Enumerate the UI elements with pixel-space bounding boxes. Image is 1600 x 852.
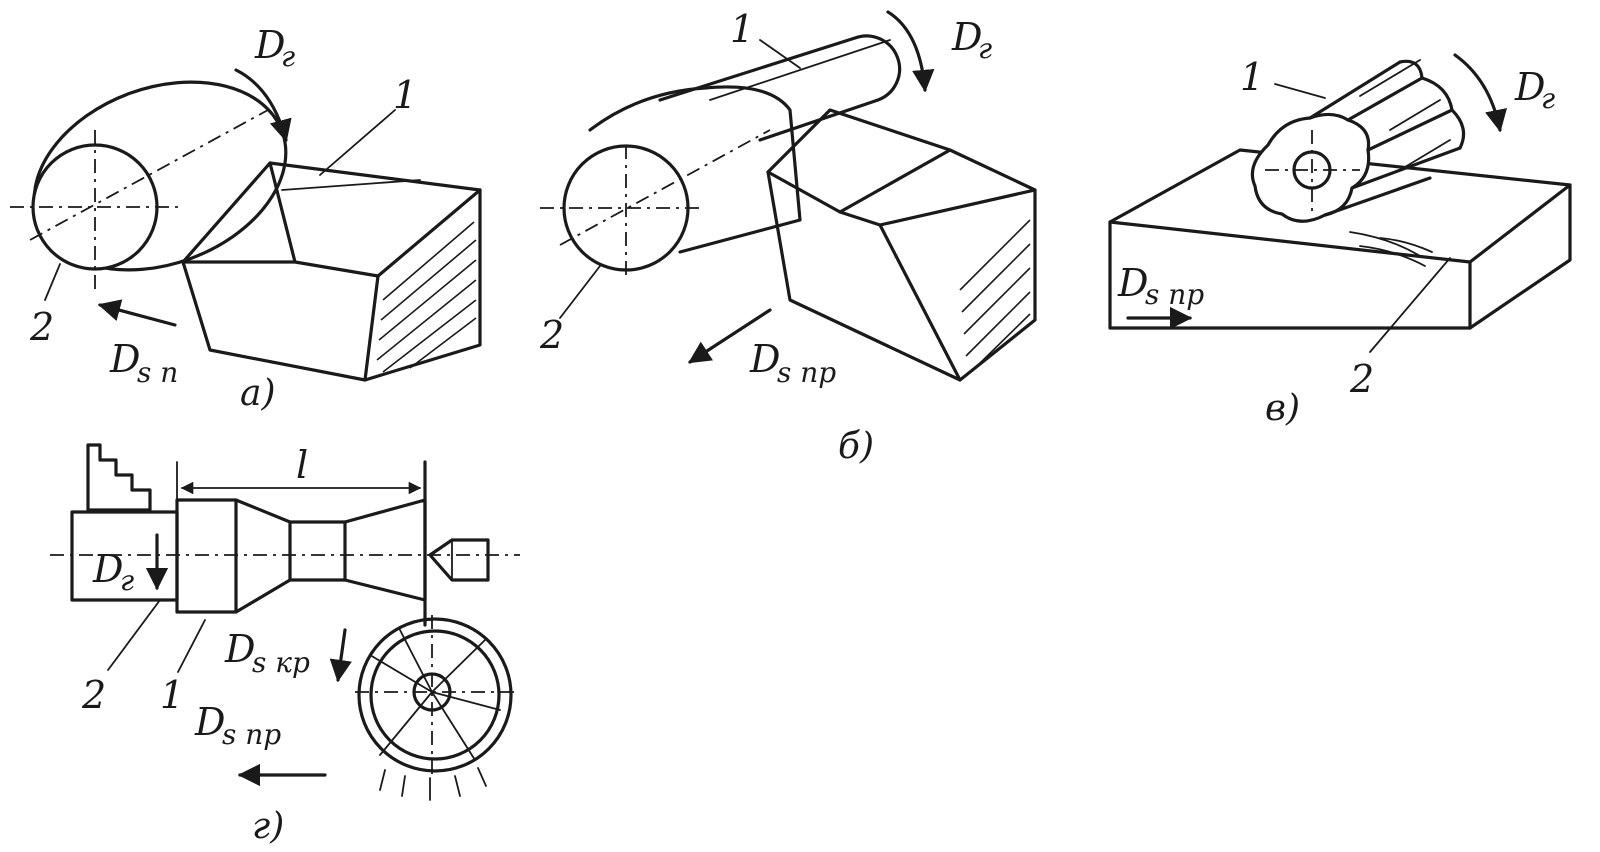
figure-a-feed-arrow xyxy=(97,299,177,327)
figure-g-length-label: l xyxy=(296,443,308,487)
figure-b-rotation-arrow xyxy=(886,10,935,93)
figure-b-caption: б) xyxy=(838,426,874,467)
figure-b-feed-arrow xyxy=(688,308,772,364)
figure-a-tool-hatching xyxy=(376,221,477,373)
figure-g-workpiece-number: 2 xyxy=(81,673,106,717)
figure-g-caption: г) xyxy=(252,806,284,847)
figure-b-rotation-sub: г xyxy=(978,32,992,65)
figure-g-rotation-label: D xyxy=(92,547,123,591)
figure-b-workpiece-cylinder xyxy=(540,85,802,275)
figure-g-long-feed-sub: s пр xyxy=(222,718,281,751)
figure-g-workpiece xyxy=(175,460,427,627)
figure-a-feed-sub: s п xyxy=(137,356,178,389)
figure-v-feed-label: D xyxy=(1117,261,1148,305)
figure-a-leader-2 xyxy=(44,263,61,301)
figure-a-tool-number: 1 xyxy=(393,73,417,117)
figure-g-radial-feed-label: D xyxy=(224,627,255,671)
figure-a-cutting-tool xyxy=(181,161,482,382)
figure-v-rotation-arrow xyxy=(1453,53,1508,133)
figure-v-tool-number: 1 xyxy=(1240,55,1264,99)
figure-g-radial-feed-sub: s кр xyxy=(252,646,310,679)
figure-b-feed-label: D xyxy=(749,337,780,381)
figure-v-rotation-label: D xyxy=(1514,65,1545,109)
figure-b-workpiece-number: 2 xyxy=(539,313,564,357)
figure-b-cutting-tool xyxy=(766,108,1037,382)
figure-g-rotation-sub: г xyxy=(120,564,134,597)
figure-b-tool-cylinder xyxy=(658,34,902,142)
figure-g-tailstock-center xyxy=(428,538,490,582)
figure-g-grinding-wheel xyxy=(355,615,520,801)
figure-a: D г D s п 1 2 а) xyxy=(10,23,482,414)
figure-a-workpiece-cylinder xyxy=(10,80,288,290)
figure-a-leader-1 xyxy=(319,109,396,176)
figure-g: l D г D s кр D s пр 2 1 г) xyxy=(50,443,520,847)
figure-g-radial-feed-arrow xyxy=(329,628,352,683)
figure-g-leader-2 xyxy=(107,599,161,671)
figure-a-feed-label: D xyxy=(109,337,140,381)
figure-b-feed-sub: s пр xyxy=(777,356,836,389)
figure-g-long-feed-label: D xyxy=(194,700,225,744)
figure-v-feed-sub: s пр xyxy=(1145,278,1204,311)
figure-b-leader-2 xyxy=(559,265,601,319)
figure-v-workpiece-number: 2 xyxy=(1349,357,1374,401)
figure-v-leader-2 xyxy=(1369,257,1451,353)
figure-b-tool-hatching xyxy=(959,219,1031,369)
figure-v-milling-cutter xyxy=(1250,59,1466,267)
figure-b-tool-number: 1 xyxy=(730,7,754,51)
figure-v-workpiece-block xyxy=(1108,148,1572,330)
figure-b: D г D s пр 1 2 б) xyxy=(539,7,1037,467)
figure-g-tool-number: 1 xyxy=(160,673,184,717)
figure-v-rotation-sub: г xyxy=(1541,82,1555,115)
figure-v-caption: в) xyxy=(1265,388,1300,429)
figure-v: D г D s пр 1 2 в) xyxy=(1108,53,1572,429)
figure-b-rotation-label: D xyxy=(951,15,982,59)
figure-v-leader-1 xyxy=(1274,83,1326,99)
figure-a-workpiece-number: 2 xyxy=(29,305,54,349)
figure-a-rotation-sub: г xyxy=(281,40,295,73)
figure-g-leader-1 xyxy=(177,619,206,673)
figure-b-leader-1 xyxy=(759,39,801,69)
figure-a-rotation-label: D xyxy=(254,23,285,67)
figure-a-rotation-arrow xyxy=(234,68,292,143)
figure-a-caption: а) xyxy=(240,373,276,414)
